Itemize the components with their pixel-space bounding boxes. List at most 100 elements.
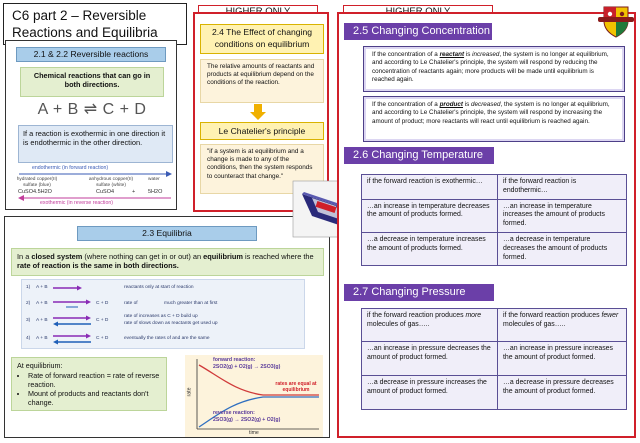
conc-box1-c: is — [464, 51, 473, 58]
title-line-1: C6 part 2 – Reversible — [12, 8, 147, 23]
hydrated-formula: CuSO4.5H2O — [18, 189, 52, 195]
title-line-2: Reactions and Equilibria — [12, 25, 158, 40]
equilibrium-arrows-icon — [53, 315, 91, 327]
pressure-head-right-c: molecules of gas….. — [503, 320, 566, 328]
step-products: C + D — [96, 336, 109, 341]
closed-text-e: is reached where the — [242, 252, 314, 261]
plus-sign: + — [132, 189, 136, 195]
equilibrium-steps-diagram: 1) A + B reactants only at start of reac… — [21, 279, 305, 349]
reversible-equation: A + B ⇌ C + D — [37, 101, 147, 118]
temperature-table: if the forward reaction is exothermic… i… — [361, 174, 627, 267]
step-reactants: A + B — [36, 318, 48, 323]
concentration-product-box: If the concentration of a product is dec… — [363, 96, 625, 142]
step-row: 3) A + B C + D rate of increases as C + … — [22, 314, 302, 330]
rates-equal-label: rates are equal at equilibrium — [275, 381, 317, 393]
step-description-2: much greater than at first — [164, 301, 218, 306]
closed-text-b: closed system — [31, 252, 83, 261]
table-row: …a decrease in temperature increases the… — [361, 231, 627, 267]
le-chatelier-heading: Le Chatelier's principle — [200, 122, 324, 140]
conc-box2-b: product — [439, 101, 463, 108]
concentration-heading: 2.5 Changing Concentration — [344, 23, 492, 40]
temperature-cell: …a decrease in temperature increases the… — [361, 231, 498, 267]
reversible-reactions-panel: 2.1 & 2.2 Reversible reactions Chemical … — [5, 40, 177, 210]
conc-box2-e: , the system is no longer at equilibrium… — [372, 101, 610, 125]
table-row: …an increase in temperature decreases th… — [361, 198, 627, 233]
pressure-head-right-b: fewer — [601, 312, 619, 319]
water-label: water — [148, 177, 160, 182]
step-reactants: A + B — [36, 285, 48, 290]
time-axis-label: time — [249, 430, 259, 436]
pressure-cell: if the forward reaction produces fewer m… — [497, 308, 627, 342]
at-equilibrium-box: At equilibrium: Rate of forward reaction… — [11, 357, 167, 411]
effect-heading: 2.4 The Effect of changing conditions on… — [200, 24, 324, 54]
copper-sulfate-diagram: endothermic (in forward reaction) hydrat… — [14, 165, 174, 207]
closed-text-c: (where nothing can get in or out) an — [82, 252, 204, 261]
step-row: 4) A + B C + D eventually the rates of a… — [22, 332, 302, 346]
rate-graph-curves — [196, 359, 319, 430]
forward-arrow-icon — [19, 171, 172, 177]
step-number: 3) — [26, 318, 31, 323]
step-row: 1) A + B reactants only at start of reac… — [22, 282, 302, 296]
temperature-heading: 2.6 Changing Temperature — [344, 147, 494, 164]
exothermic-note: If a reaction is exothermic in one direc… — [18, 125, 173, 163]
at-equilibrium-title: At equilibrium: — [17, 361, 63, 370]
pressure-head-right-a: if the forward reaction produces — [503, 312, 602, 319]
at-equilibrium-bullet: Mount of products and reactants don't ch… — [28, 389, 161, 407]
endothermic-label: endothermic (in forward reaction) — [32, 165, 109, 171]
conc-box2-c: is — [463, 101, 472, 108]
pressure-cell: …a decrease in pressure decreases the am… — [497, 375, 627, 410]
pressure-table: if the forward reaction produces more mo… — [361, 308, 627, 410]
step-reactants: A + B — [36, 301, 48, 306]
temperature-cell: …an increase in temperature decreases th… — [361, 198, 498, 233]
step-description: rate of increases as C + D build up — [124, 314, 198, 319]
temperature-cell: …an increase in temperature increases th… — [497, 198, 627, 233]
hydrated-copper-label: hydrated copper(II) sulfate (blue) — [16, 177, 58, 188]
anhydrous-formula: CuSO4 — [96, 189, 115, 195]
page-title: C6 part 2 – Reversible Reactions and Equ… — [3, 3, 187, 45]
step-products: C + D — [96, 318, 109, 323]
step-description: rate of — [124, 301, 138, 306]
closed-text-d: equilibrium — [203, 252, 243, 261]
conc-box1-b: reactant — [439, 51, 465, 58]
effect-panel: 2.4 The Effect of changing conditions on… — [193, 12, 329, 212]
forward-reaction-label: forward reaction: — [213, 357, 256, 363]
temperature-cell: if the forward reaction is endothermic… — [497, 174, 627, 200]
step-description: reactants only at start of reaction — [124, 285, 194, 290]
conc-box1-a: If the concentration of a — [372, 51, 440, 58]
step-number: 4) — [26, 336, 31, 341]
table-row: if the forward reaction is exothermic… i… — [361, 174, 627, 200]
closed-text-a: In a — [17, 252, 32, 261]
step-description: eventually the rates of and are the same — [124, 336, 210, 341]
effect-text: The relative amounts of reactants and pr… — [200, 59, 324, 103]
equilibrium-arrows-icon — [53, 333, 91, 345]
table-row: …a decrease in pressure increases the am… — [361, 375, 627, 410]
at-equilibrium-list: Rate of forward reaction = rate of rever… — [28, 371, 161, 407]
higher-changes-panel: 2.5 Changing Concentration If the concen… — [337, 12, 636, 438]
step-description-2: rate of slows down as reactants get used… — [124, 321, 218, 326]
pressure-head-left-b: more — [465, 312, 482, 319]
water-formula: 5H2O — [148, 189, 163, 195]
at-equilibrium-bullet: Rate of forward reaction = rate of rever… — [28, 371, 161, 389]
concentration-reactant-box: If the concentration of a reactant is in… — [363, 46, 625, 92]
pressure-cell: …an increase in pressure increases the a… — [497, 341, 627, 376]
step-products: C + D — [96, 301, 109, 306]
step-row: 2) A + B C + D rate of much greater than… — [22, 298, 302, 312]
reversible-heading: 2.1 & 2.2 Reversible reactions — [16, 47, 166, 62]
reverse-arrow-icon — [18, 195, 171, 201]
table-row: if the forward reaction produces more mo… — [361, 308, 627, 342]
conc-box2-a: If the concentration of a — [372, 101, 440, 108]
pressure-cell: …an increase in pressure decreases the a… — [361, 341, 498, 376]
step-number: 1) — [26, 285, 31, 290]
step-number: 2) — [26, 301, 31, 306]
temperature-cell: …a decrease in temperature decreases the… — [497, 231, 627, 267]
pressure-head-left-c: molecules of gas….. — [367, 320, 430, 328]
reverse-reaction-equation: 2SO3(g) → 2SO2(g) + O2(g) — [213, 417, 281, 423]
reversible-definition: Chemical reactions that can go in both d… — [20, 67, 164, 97]
temperature-cell: if the forward reaction is exothermic… — [361, 174, 498, 200]
forward-arrow-icon — [53, 285, 82, 291]
reverse-reaction-label: reverse reaction: — [213, 410, 255, 416]
closed-text-f: rate of reaction is the same in both dir… — [17, 261, 179, 271]
anhydrous-copper-label: anhydrous copper(II) sulfate (white) — [88, 177, 134, 188]
equilibria-panel: 2.3 Equilibria In a closed system (where… — [4, 216, 330, 438]
equilibrium-arrows-icon — [53, 299, 91, 308]
